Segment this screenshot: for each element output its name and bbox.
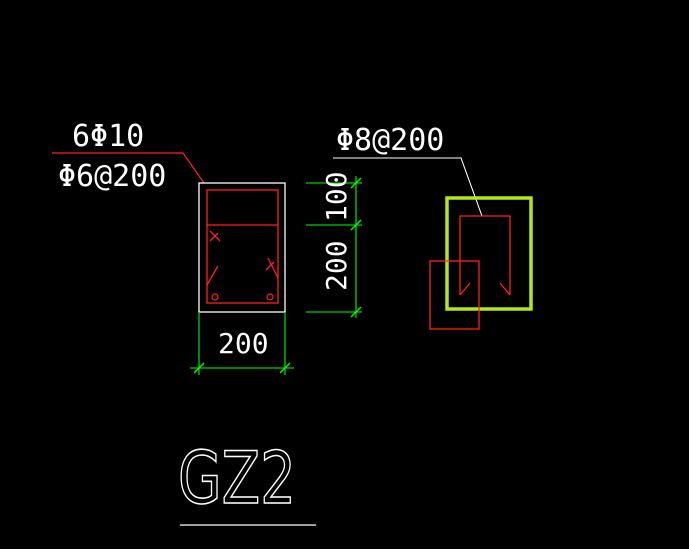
drawing-title: GZ2	[177, 435, 316, 526]
dim-tick-bottom	[350, 306, 362, 318]
detail-label-leader	[333, 157, 483, 217]
dim-text-right-bottom: 200	[320, 240, 353, 291]
dim-tick-top	[350, 177, 362, 189]
section-label-leader	[52, 152, 205, 184]
hook-right-bottom-2	[265, 261, 275, 271]
column-section: 6Φ10 Φ6@200	[52, 119, 286, 313]
detail-stirrup-label: Φ8@200	[336, 123, 444, 158]
column-outline	[198, 182, 286, 313]
hook-right-bottom	[267, 257, 279, 279]
detail-stirrup-shape	[459, 215, 511, 295]
detail-hook-right	[499, 282, 511, 296]
hook-left-top-2	[209, 232, 219, 242]
rebar-dot-left	[211, 293, 219, 301]
dim-tick-mid	[350, 219, 362, 231]
dim-tick-left	[193, 362, 205, 374]
right-dimensions: 100 200	[306, 171, 362, 318]
stirrup-detail: Φ8@200	[333, 123, 533, 330]
longitudinal-bars-label: 6Φ10	[72, 119, 144, 154]
stirrup-outline	[206, 189, 279, 304]
dim-text-bottom-width: 200	[218, 327, 269, 360]
title-text: GZ2	[178, 436, 296, 520]
bottom-dimension: 200	[190, 312, 294, 375]
dim-tick-right	[279, 362, 291, 374]
stirrups-label: Φ6@200	[58, 159, 166, 194]
rebar-dot-right	[266, 293, 274, 301]
dim-text-right-top: 100	[320, 171, 353, 222]
detail-hook-left	[459, 282, 471, 296]
detail-overlap-rect	[429, 260, 480, 330]
hook-left-bottom	[206, 265, 219, 286]
highlight-frame	[445, 196, 533, 311]
